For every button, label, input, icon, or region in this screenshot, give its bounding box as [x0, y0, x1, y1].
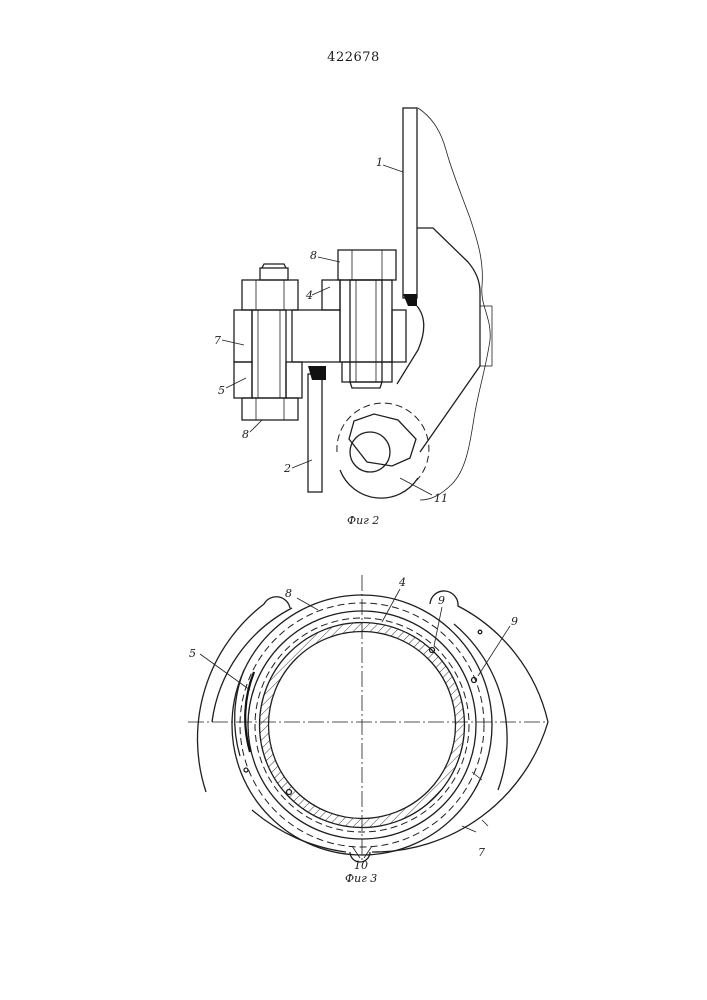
fig2-label-5: 5 [218, 384, 225, 397]
left-nut-top [242, 280, 298, 310]
figure-2: 1 8 4 7 5 8 2 11 Фиг 2 [214, 108, 492, 527]
right-bolt [338, 250, 396, 388]
fig3-label-7: 7 [478, 846, 485, 859]
part-11-hub [349, 414, 416, 466]
figure-3: 8 4 9 9 5 7 10 Фиг 3 [188, 575, 548, 885]
left-nut-bottom [242, 398, 298, 420]
right-bolt-head [338, 250, 396, 280]
part-2-plate [308, 374, 322, 492]
fig2-label-8-top: 8 [310, 249, 317, 262]
fig3-label-8: 8 [285, 587, 292, 600]
fig3-label-5: 5 [189, 647, 196, 660]
fig3-caption: Фиг 3 [345, 872, 377, 885]
fig2-label-11: 11 [434, 492, 448, 505]
fig3-label-10: 10 [354, 859, 368, 872]
fig3-label-9-right: 9 [511, 615, 518, 628]
left-bolt [242, 264, 298, 420]
fig2-caption: Фиг 2 [347, 514, 379, 527]
central-body [292, 310, 340, 362]
fig2-label-4: 4 [305, 289, 313, 302]
fig2-label-8-bottom: 8 [242, 428, 249, 441]
fig3-label-9-left: 9 [438, 594, 445, 607]
fig3-label-4: 4 [398, 576, 406, 589]
part-1-plate [403, 108, 417, 298]
part-7-flange [234, 310, 252, 362]
part-5-flange [234, 362, 252, 398]
fig2-label-7: 7 [214, 334, 221, 347]
fig2-label-2: 2 [283, 462, 291, 475]
fig2-label-1: 1 [376, 156, 383, 169]
